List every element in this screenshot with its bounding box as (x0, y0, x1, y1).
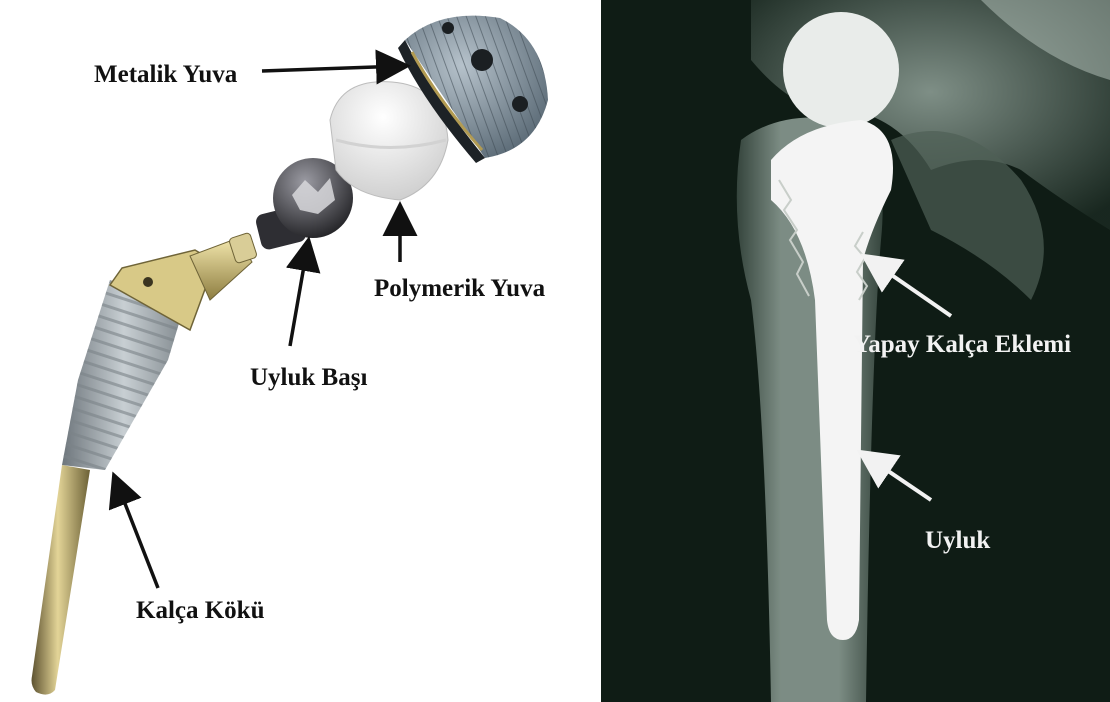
xray-panel: Yapay Kalça Eklemi Uyluk (601, 0, 1110, 702)
arrow-hip-stem (115, 478, 158, 588)
arrow-metallic-cup (262, 66, 404, 71)
prosthesis-diagram: Metalik Yuva Polymerik Yuva Uyluk Başı K… (0, 0, 600, 702)
prosthesis-diagram-panel: Metalik Yuva Polymerik Yuva Uyluk Başı K… (0, 0, 600, 702)
label-hip-stem: Kalça Kökü (136, 597, 265, 624)
label-polymer-liner: Polymerik Yuva (374, 275, 546, 302)
xray-image: Yapay Kalça Eklemi Uyluk (601, 0, 1110, 702)
label-implant: Yapay Kalça Eklemi (853, 331, 1071, 358)
arrow-femoral-head (290, 243, 308, 346)
hip-stem-illustration (32, 232, 258, 694)
label-femur: Uyluk (925, 527, 990, 554)
label-metallic-cup: Metalik Yuva (94, 61, 238, 88)
label-femoral-head: Uyluk Başı (250, 364, 367, 391)
